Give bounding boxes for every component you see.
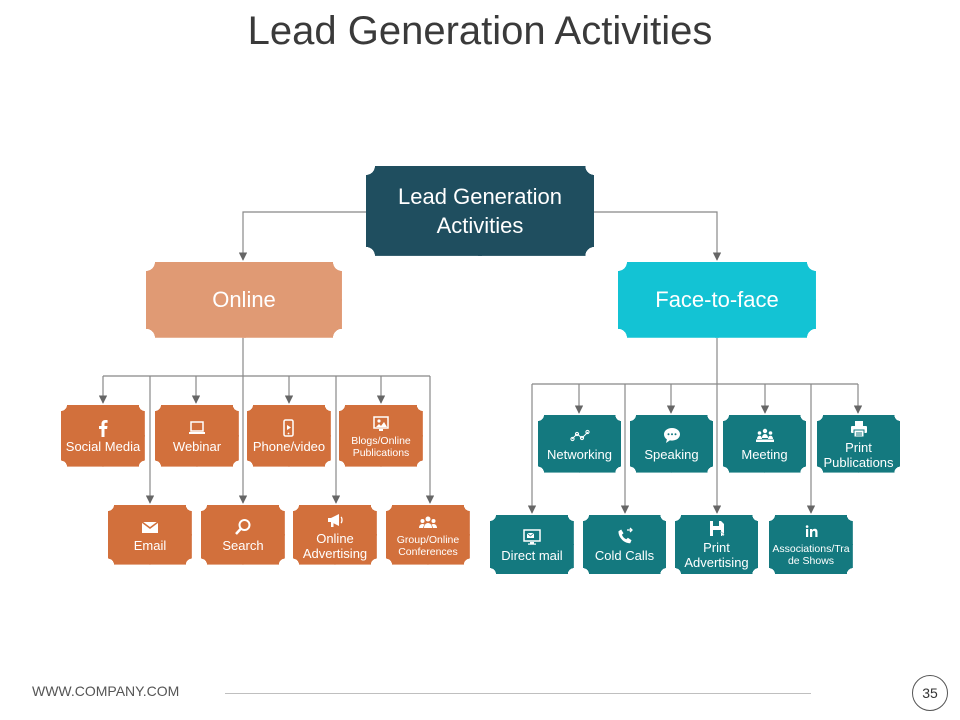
online-item-label: Email xyxy=(133,538,167,553)
page-number: 35 xyxy=(912,675,948,711)
f2f-item-print-publications: Print Publications xyxy=(817,415,900,473)
f2f-item-label-line2: Advertising xyxy=(684,555,749,570)
f2f-item-meeting: Meeting xyxy=(723,415,806,473)
f2f-item-label-line2: Publications xyxy=(823,454,894,470)
online-item-label-line1: Group/Online xyxy=(396,533,460,546)
group-icon xyxy=(418,513,438,533)
online-item-label-line2: Publications xyxy=(352,446,410,459)
f2f-item-label: Meeting xyxy=(741,447,788,462)
root-label-line1: Lead Generation xyxy=(398,184,562,209)
online-item-label-line2: Conferences xyxy=(398,545,458,558)
online-item-label-line1: Online xyxy=(316,530,354,546)
f2f-item-label: Direct mail xyxy=(501,547,563,563)
online-item-label-line1: Blogs/Online xyxy=(351,434,411,447)
page-number-text: 35 xyxy=(922,685,938,701)
root-node: Lead Generation Activities xyxy=(366,166,594,256)
f2f-item-label: Speaking xyxy=(644,447,699,462)
online-item-search: Search xyxy=(201,505,285,565)
online-item-blogs: Blogs/Online Publications xyxy=(339,405,423,467)
online-label: Online xyxy=(212,287,276,312)
magnifier-icon xyxy=(233,517,253,537)
f2f-item-speaking: Speaking xyxy=(630,415,713,473)
facebook-icon xyxy=(93,418,113,438)
online-item-group-conferences: Group/Online Conferences xyxy=(386,505,470,565)
megaphone-icon xyxy=(325,510,345,530)
f2f-item-label: Networking xyxy=(546,447,613,462)
phone-video-icon xyxy=(279,418,299,438)
f2f-item-direct-mail: Direct mail xyxy=(490,515,574,574)
linkedin-icon xyxy=(801,522,821,542)
f2f-item-cold-calls: Cold Calls xyxy=(583,515,666,574)
online-item-label: Webinar xyxy=(172,439,222,454)
laptop-icon xyxy=(187,418,207,438)
root-label-line2: Activities xyxy=(436,213,524,238)
online-item-social-media: Social Media xyxy=(61,405,145,467)
speech-bubble-icon xyxy=(662,426,682,446)
face-to-face-label: Face-to-face xyxy=(655,287,779,312)
online-item-email: Email xyxy=(108,505,192,565)
f2f-item-label-line1: Print xyxy=(703,540,730,555)
f2f-item-associations: Associations/Tra de Shows xyxy=(769,515,853,574)
f2f-item-label: Cold Calls xyxy=(594,547,655,563)
phone-icon xyxy=(615,527,635,547)
online-item-webinar: Webinar xyxy=(155,405,239,467)
printer-icon xyxy=(849,419,869,439)
floppy-print-icon xyxy=(707,519,727,539)
f2f-item-label-line2: de Shows xyxy=(787,555,835,567)
online-item-label-line2: Advertising xyxy=(302,545,368,561)
online-item-label: Search xyxy=(222,538,264,553)
footer-divider xyxy=(225,693,811,694)
online-item-label: Phone/video xyxy=(252,439,326,454)
mail-screen-icon xyxy=(522,527,542,547)
f2f-item-print-advertising: Print Advertising xyxy=(675,515,758,574)
online-node: Online xyxy=(146,262,342,338)
online-item-label: Social Media xyxy=(65,439,141,454)
f2f-item-label-line1: Print xyxy=(845,439,872,455)
f2f-item-networking: Networking xyxy=(538,415,621,473)
slide-title: Lead Generation Activities xyxy=(247,9,713,53)
envelope-icon xyxy=(140,517,160,537)
footer-website: WWW.COMPANY.COM xyxy=(32,683,180,699)
blog-icon xyxy=(371,414,391,434)
meeting-icon xyxy=(755,426,775,446)
network-icon xyxy=(569,426,590,446)
face-to-face-node: Face-to-face xyxy=(618,262,816,338)
f2f-item-label-line1: Associations/Tra xyxy=(772,543,850,555)
online-item-phone-video: Phone/video xyxy=(247,405,331,467)
online-item-online-advertising: Online Advertising xyxy=(293,505,377,565)
